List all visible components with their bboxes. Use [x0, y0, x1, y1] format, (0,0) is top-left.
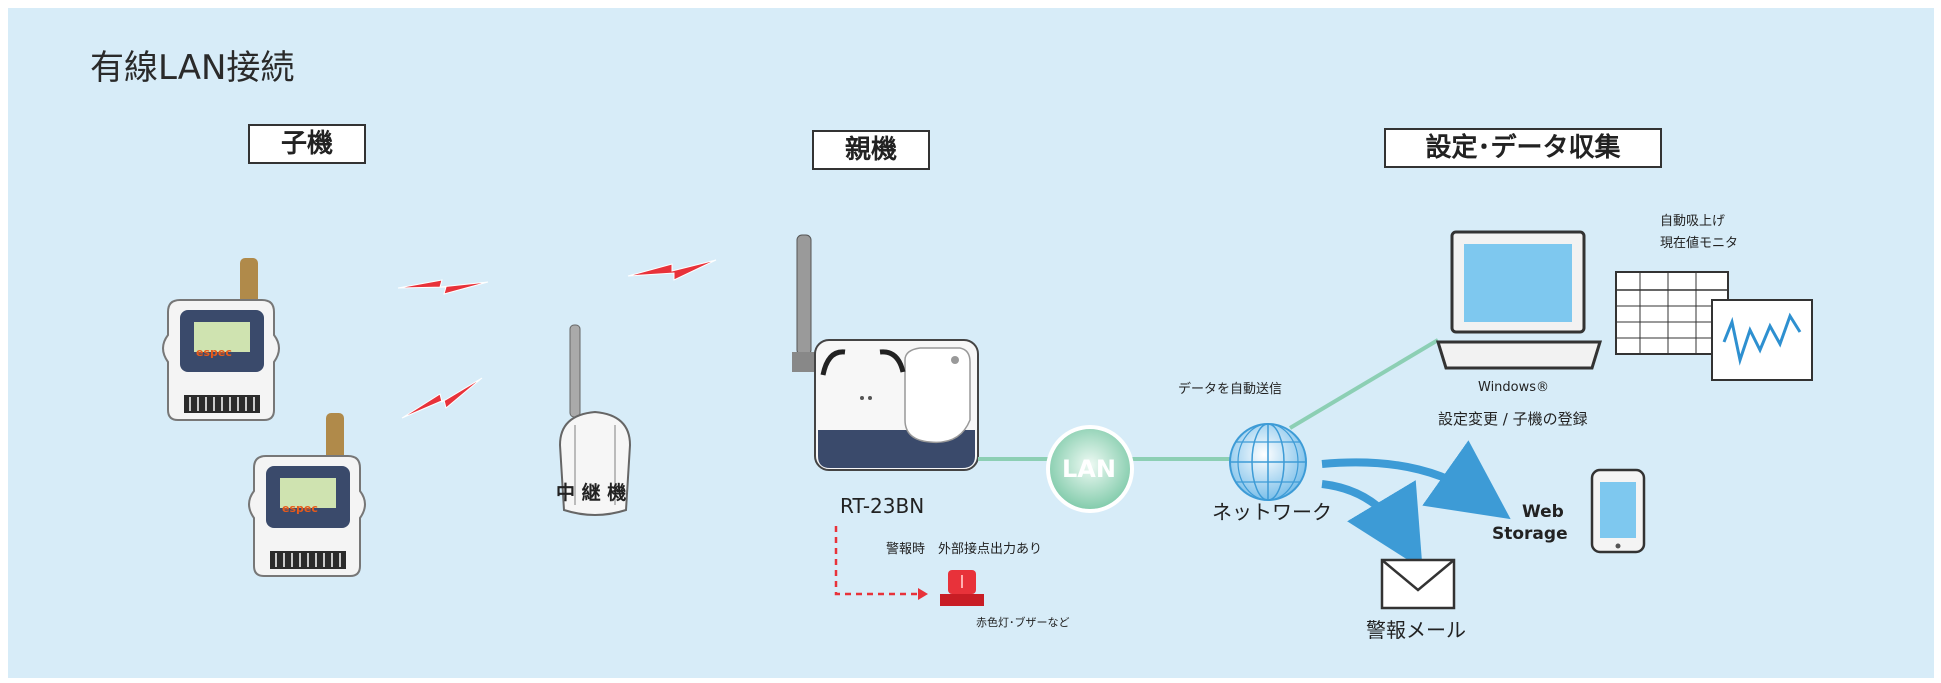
wireless-signal-3 — [627, 259, 717, 281]
logger-device-2 — [248, 413, 366, 577]
laptop-icon — [1435, 230, 1603, 370]
network-label: ネットワーク — [1212, 500, 1332, 524]
parent-device — [792, 234, 979, 471]
logger-brand-2: espec — [282, 502, 318, 515]
mail-label: 警報メール — [1366, 618, 1466, 642]
wireless-signal-1 — [397, 279, 489, 295]
web-storage-line2: Storage — [1492, 524, 1568, 544]
alarm-device-label: 赤色灯･ブザーなど — [976, 616, 1070, 629]
alarm-arrow-head — [918, 588, 928, 600]
section-label-setting: 設定･データ収集 — [1384, 128, 1662, 168]
arrow-to-mail — [1321, 480, 1423, 570]
alarm-light-icon — [940, 570, 984, 606]
repeater-label: 中 継 機 — [556, 482, 627, 504]
arrow-to-web-storage — [1321, 440, 1511, 520]
web-storage-line1: Web — [1522, 502, 1564, 522]
software-caption-line1: 自動吸上げ — [1660, 214, 1726, 229]
alarm-dashed-arrow — [834, 526, 918, 596]
page-title: 有線LAN接続 — [90, 48, 295, 88]
software-caption-line2: 現在値モニタ — [1660, 236, 1739, 251]
alarm-output-label: 警報時 外部接点出力あり — [886, 542, 1043, 557]
lan-cable — [978, 338, 1440, 461]
section-label-child: 子機 — [248, 124, 366, 164]
spreadsheet-icon — [1615, 271, 1729, 355]
repeater-device — [558, 324, 632, 516]
windows-label: Windows® — [1478, 380, 1550, 395]
smartphone-icon — [1590, 468, 1646, 554]
pc-caption: 設定変更 / 子機の登録 — [1438, 410, 1588, 428]
logger-brand-1: espec — [196, 346, 232, 359]
mail-icon — [1380, 558, 1456, 610]
lan-label: LAN — [1062, 455, 1116, 483]
lan-badge — [1046, 425, 1134, 513]
data-send-label: データを自動送信 — [1178, 382, 1283, 397]
section-label-parent: 親機 — [812, 130, 930, 170]
wireless-signal-2 — [401, 377, 483, 419]
logger-device-1 — [162, 258, 280, 421]
parent-model-label: RT-23BN — [840, 494, 925, 518]
graph-icon — [1711, 299, 1813, 381]
globe-icon — [1229, 423, 1307, 501]
